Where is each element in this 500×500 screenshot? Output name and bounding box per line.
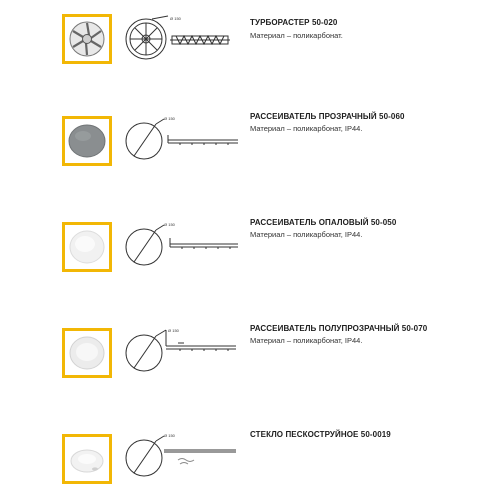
product-row-turbo-raster: Ø 150 ТУРБОРАСТЕР 50-020 Материал – поли… (0, 10, 500, 80)
diffuser-drawing-icon: Ø 150 (120, 326, 242, 376)
item-title: РАССЕИВАТЕЛЬ ПОЛУПРОЗРАЧНЫЙ 50-070 (250, 324, 428, 333)
clear-diffuser-icon (62, 116, 112, 166)
item-title: РАССЕИВАТЕЛЬ ПРОЗРАЧНЫЙ 50-060 (250, 112, 405, 121)
turbo-raster-drawing-icon: Ø 150 (120, 14, 242, 64)
diffuser-drawing-icon: Ø 150 (120, 222, 242, 272)
product-row-opal-diffuser: Ø 150 РАССЕИВАТЕЛЬ ОПАЛОВЫЙ 50-050 Матер… (0, 214, 500, 284)
diffuser-drawing-icon: Ø 150 (120, 116, 242, 166)
svg-text:Ø 150: Ø 150 (164, 116, 176, 121)
semi-clear-diffuser-icon (62, 328, 112, 378)
sandblasted-glass-icon (62, 434, 112, 484)
item-description: Материал – поликарбонат, IP44. (250, 336, 363, 345)
svg-text:Ø 150: Ø 150 (164, 433, 176, 438)
item-description: Материал – поликарбонат, IP44. (250, 230, 363, 239)
opal-diffuser-icon (62, 222, 112, 272)
product-row-semi-clear-diffuser: Ø 150 РАССЕИВАТЕЛЬ ПОЛУПРОЗРАЧНЫЙ 50-070… (0, 318, 500, 388)
svg-text:Ø 150: Ø 150 (168, 328, 180, 333)
item-title: РАССЕИВАТЕЛЬ ОПАЛОВЫЙ 50-050 (250, 218, 397, 227)
turbo-raster-grille-icon (62, 14, 112, 64)
item-title: ТУРБОРАСТЕР 50-020 (250, 18, 338, 27)
item-title: СТЕКЛО ПЕСКОСТРУЙНОЕ 50-0019 (250, 430, 391, 439)
product-row-sandblasted-glass: Ø 150 СТЕКЛО ПЕСКОСТРУЙНОЕ 50-0019 (0, 424, 500, 494)
item-description: Материал – поликарбонат. (250, 31, 343, 40)
svg-text:Ø 150: Ø 150 (170, 16, 182, 21)
product-row-clear-diffuser: Ø 150 РАССЕИВАТЕЛЬ ПРОЗРАЧНЫЙ 50-060 Мат… (0, 110, 500, 180)
svg-text:Ø 150: Ø 150 (164, 222, 176, 227)
item-description: Материал – поликарбонат, IP44. (250, 124, 363, 133)
glass-drawing-icon: Ø 150 (120, 430, 242, 480)
